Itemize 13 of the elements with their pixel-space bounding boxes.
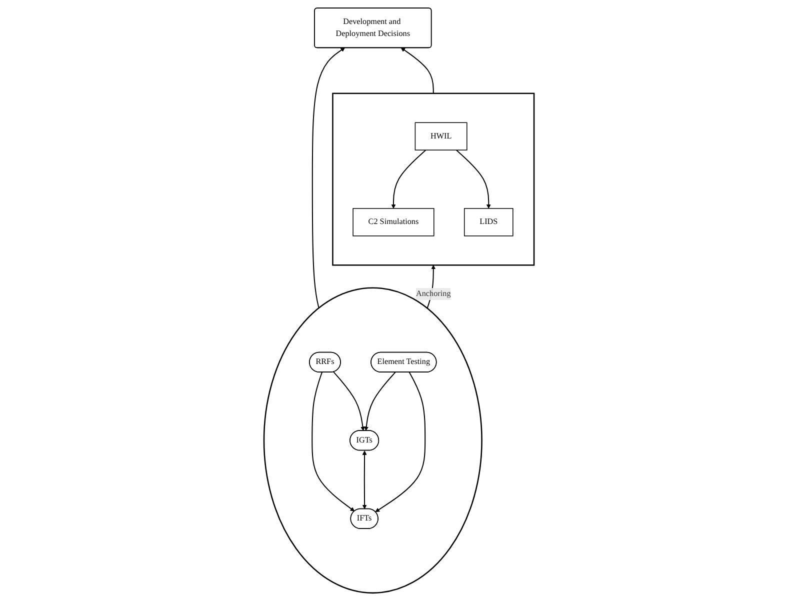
node-box: C2 Simulations <box>352 208 434 236</box>
node-box: HWIL <box>414 122 468 150</box>
arrow <box>364 372 396 431</box>
arrow <box>362 450 367 510</box>
arrow <box>400 47 434 94</box>
cluster <box>332 92 535 266</box>
node-box: LIDS <box>464 208 514 236</box>
arrow <box>375 372 426 512</box>
arrow <box>333 372 365 431</box>
arrow <box>312 372 355 512</box>
arrow <box>391 150 426 209</box>
arrow <box>456 150 491 209</box>
edge-label: Anchoring <box>416 290 451 298</box>
